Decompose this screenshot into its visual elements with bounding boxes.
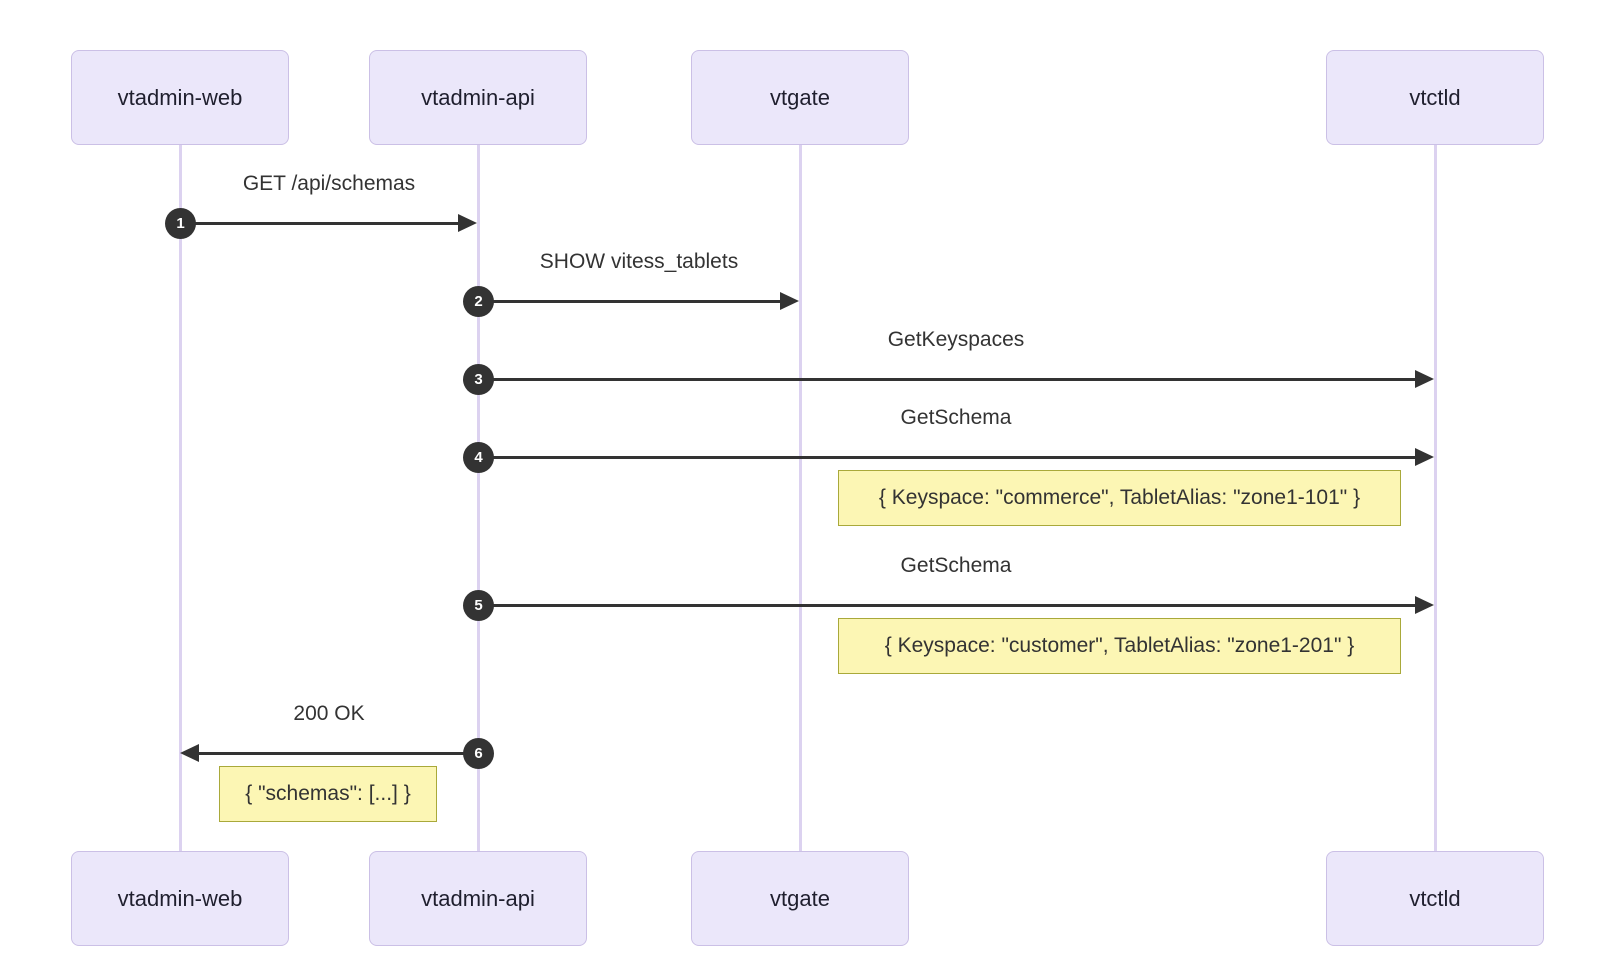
- sequence-badge-5: 5: [463, 590, 494, 621]
- note-schemas-response: { "schemas": [...] }: [219, 766, 437, 822]
- sequence-badge-3: 3: [463, 364, 494, 395]
- message-3-label: GetKeyspaces: [887, 328, 1025, 351]
- message-5-line: [478, 604, 1417, 607]
- actor-bottom-vtctld: vtctld: [1326, 851, 1544, 946]
- message-2-line: [478, 300, 782, 303]
- message-6-arrowhead-icon: [180, 744, 199, 762]
- actor-label: vtadmin-api: [421, 84, 535, 110]
- message-1-arrowhead-icon: [458, 214, 477, 232]
- lifeline-vtgate: [798, 145, 802, 851]
- note-text: { Keyspace: "commerce", TabletAlias: "zo…: [878, 486, 1361, 509]
- message-4-label: GetSchema: [900, 406, 1012, 429]
- sequence-badge-1: 1: [165, 208, 196, 239]
- actor-label: vtadmin-web: [117, 84, 243, 110]
- message-4-line: [478, 456, 1417, 459]
- actor-label: vtctld: [1409, 885, 1461, 911]
- sequence-badge-2: 2: [463, 286, 494, 317]
- note-commerce: { Keyspace: "commerce", TabletAlias: "zo…: [838, 470, 1401, 526]
- lifeline-vtadmin-web: [178, 145, 182, 851]
- actor-top-vtadmin-web: vtadmin-web: [71, 50, 289, 145]
- message-2-label: SHOW vitess_tablets: [539, 250, 739, 273]
- actor-top-vtgate: vtgate: [691, 50, 909, 145]
- actor-label: vtgate: [770, 84, 830, 110]
- sequence-badge-4: 4: [463, 442, 494, 473]
- message-1-line: [180, 222, 460, 225]
- actor-bottom-vtadmin-api: vtadmin-api: [369, 851, 587, 946]
- actor-bottom-vtadmin-web: vtadmin-web: [71, 851, 289, 946]
- actor-label: vtctld: [1409, 84, 1461, 110]
- actor-top-vtadmin-api: vtadmin-api: [369, 50, 587, 145]
- actor-label: vtadmin-web: [117, 885, 243, 911]
- message-6-line: [198, 752, 478, 755]
- lifeline-vtctld: [1433, 145, 1437, 851]
- actor-top-vtctld: vtctld: [1326, 50, 1544, 145]
- message-2-arrowhead-icon: [780, 292, 799, 310]
- note-customer: { Keyspace: "customer", TabletAlias: "zo…: [838, 618, 1401, 674]
- message-1-label: GET /api/schemas: [242, 172, 416, 195]
- message-5-arrowhead-icon: [1415, 596, 1434, 614]
- lifeline-vtadmin-api: [476, 145, 480, 851]
- actor-label: vtadmin-api: [421, 885, 535, 911]
- note-text: { "schemas": [...] }: [245, 782, 411, 805]
- actor-label: vtgate: [770, 885, 830, 911]
- message-4-arrowhead-icon: [1415, 448, 1434, 466]
- message-6-label: 200 OK: [293, 702, 365, 725]
- message-3-line: [478, 378, 1417, 381]
- actor-bottom-vtgate: vtgate: [691, 851, 909, 946]
- message-3-arrowhead-icon: [1415, 370, 1434, 388]
- note-text: { Keyspace: "customer", TabletAlias: "zo…: [884, 634, 1355, 657]
- message-5-label: GetSchema: [900, 554, 1012, 577]
- sequence-badge-6: 6: [463, 738, 494, 769]
